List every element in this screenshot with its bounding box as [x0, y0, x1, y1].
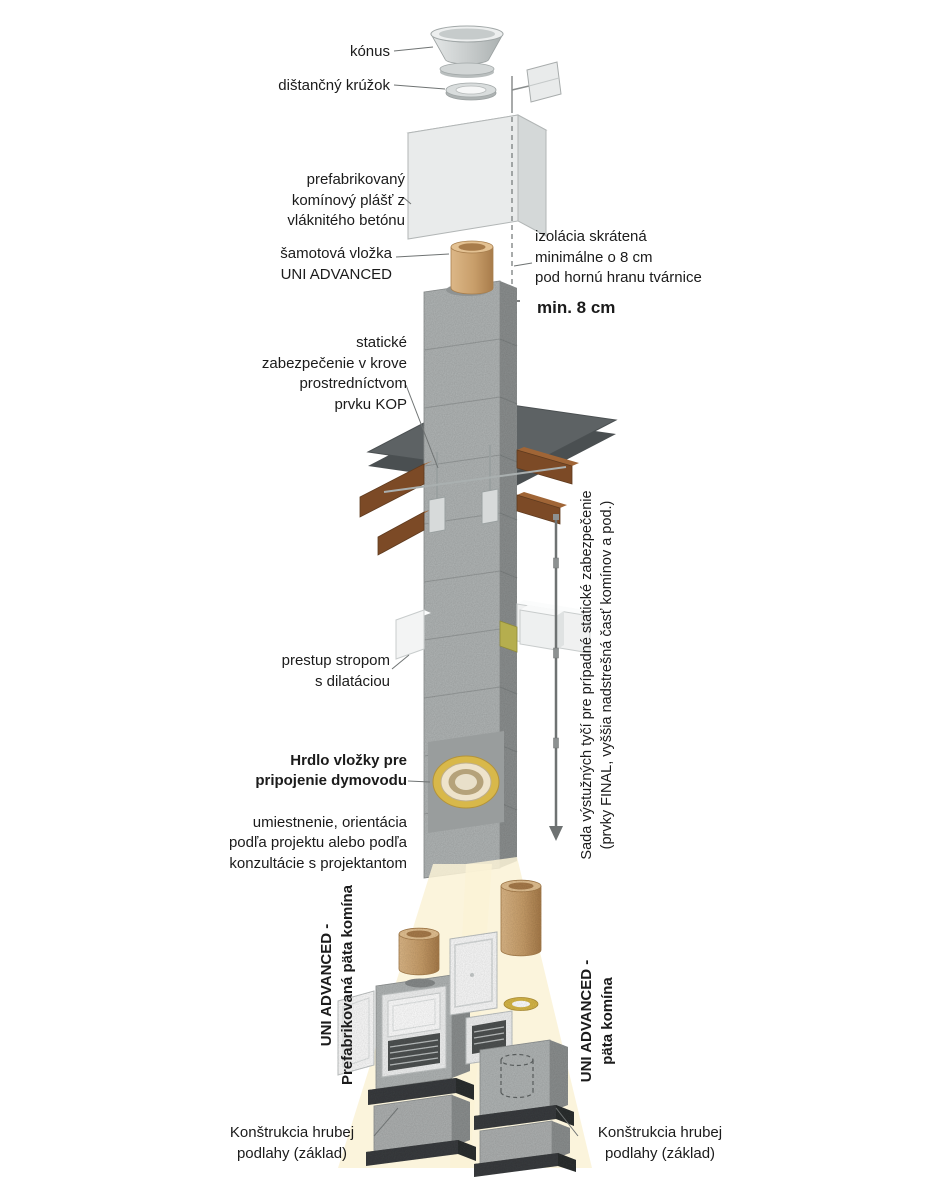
label-samotova-vlozka: šamotová vložka UNI ADVANCED [280, 245, 392, 283]
label-hrdlo-vlozky: Hrdlo vložky pre pripojenie dymovodu umi… [200, 730, 407, 896]
label-hrdlo-title: Hrdlo vložky pre pripojenie dymovodu [255, 751, 407, 790]
label-prestup-stropom: prestup stropom s dilatáciou [281, 652, 390, 690]
dilatation-gasket [499, 620, 518, 653]
kop-static-anchors [383, 445, 567, 534]
leader-lines [373, 46, 579, 1137]
label-distancny-kruzok: dištančný krúžok [278, 77, 390, 94]
flue-socket [428, 731, 504, 833]
label-uni-advanced-pata: UNI ADVANCED - päta komína [578, 959, 616, 1083]
label-hrdlo-body: umiestnenie, orientácia podľa projektu a… [228, 813, 407, 873]
label-uni-advanced-prefabrikovana: UNI ADVANCED - Prefabrikovaná päta komín… [318, 884, 356, 1086]
label-min-8-cm: min. 8 cm [537, 298, 616, 317]
ventilation-grate [388, 1033, 440, 1071]
ceramic-liner [450, 240, 494, 295]
base-assembly-right [449, 879, 576, 1177]
label-konus: kónus [349, 43, 390, 60]
label-konstrukcia-left: Konštrukcia hrubej podlahy (základ) [229, 1124, 355, 1162]
chimney-casing [406, 114, 548, 240]
konus-cone-icon [430, 25, 504, 78]
label-konstrukcia-right: Konštrukcia hrubej podlahy (základ) [597, 1124, 723, 1162]
base-assembly-left [337, 927, 476, 1166]
distance-ring-icon [445, 82, 497, 101]
arrow-down-icon [549, 826, 563, 841]
label-komynovy-plast: prefabrikovaný komínový plášť z vláknité… [287, 171, 405, 230]
reinforcement-rod [549, 514, 563, 841]
label-sada-vystuznych-tyci: Sada výstužných tyčí pre prípadné static… [579, 490, 615, 860]
door-upper-panel [387, 992, 441, 1038]
label-izolacia: izolácia skrátená minimálne o 8 cm pod h… [535, 228, 702, 287]
dashed-cylinder-outline [500, 1053, 534, 1099]
open-door-panel [337, 990, 375, 1076]
wind-vane-icon [511, 61, 562, 108]
access-door-panel [449, 931, 498, 1016]
label-staticke-zabezpecenie: statické zabezpečenie v krove prostrední… [261, 334, 407, 414]
